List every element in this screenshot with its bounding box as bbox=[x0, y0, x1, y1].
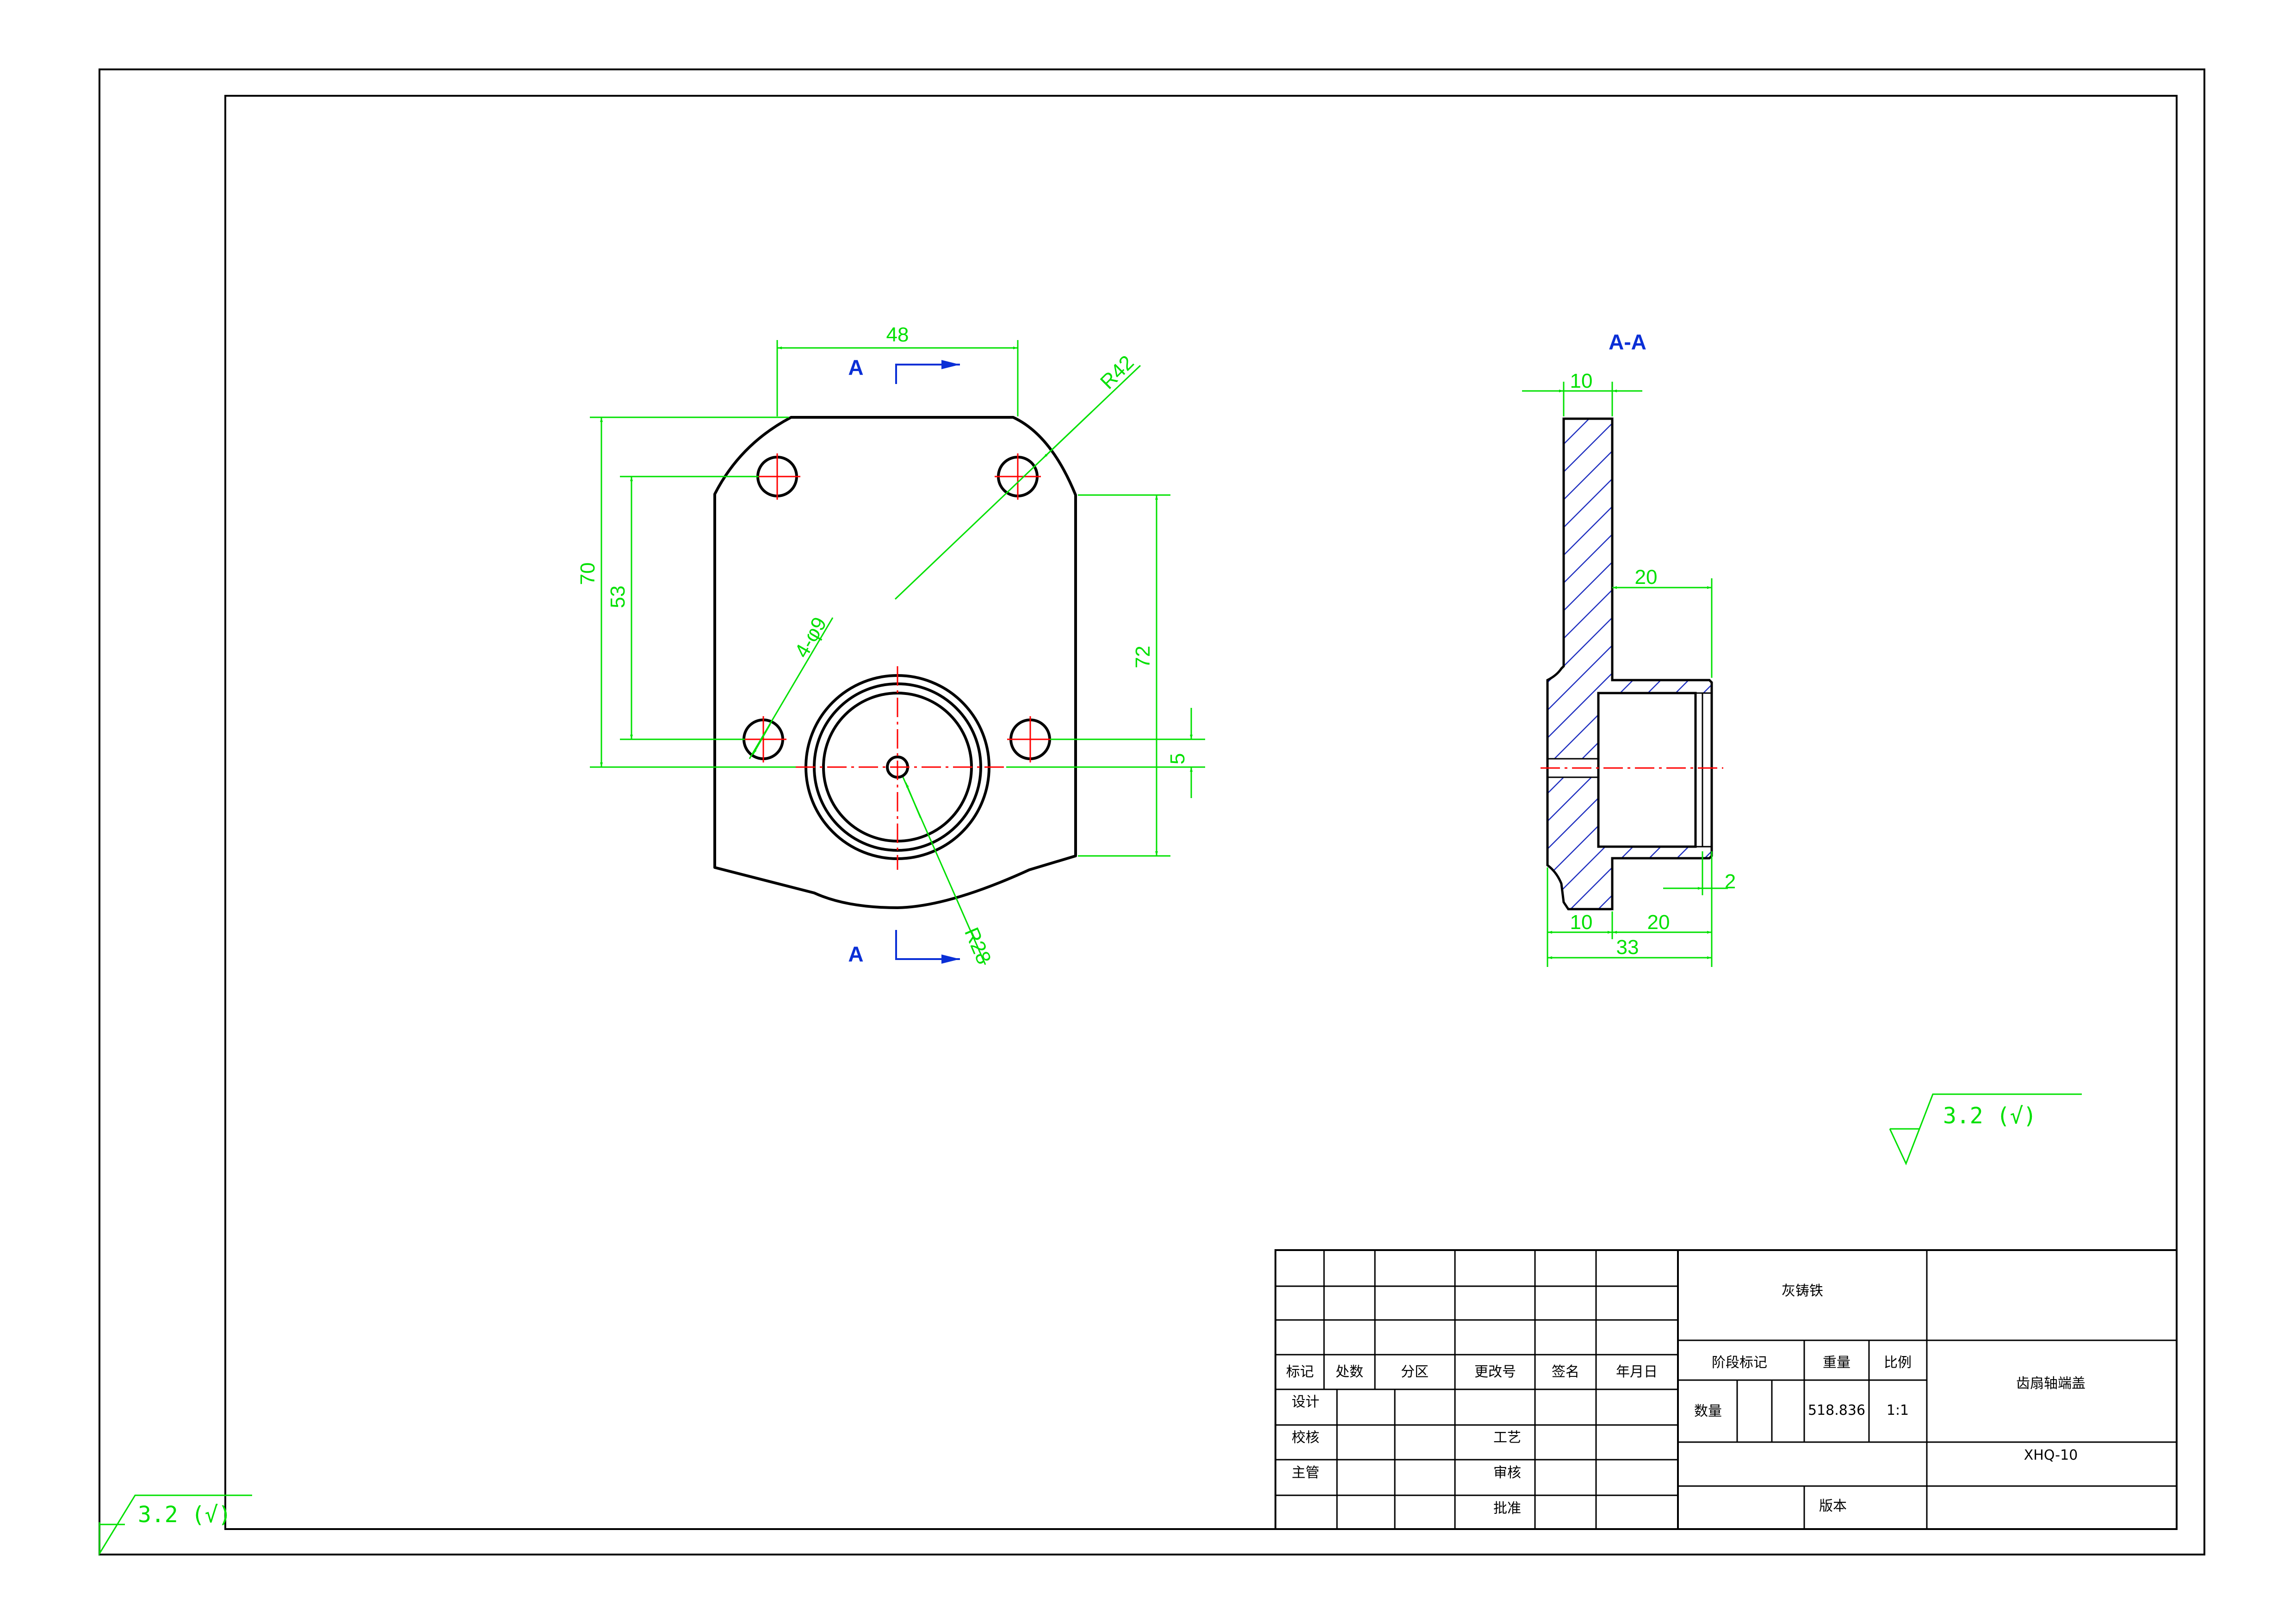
outer-frame bbox=[99, 68, 2205, 1555]
dim-offset: 5 bbox=[1166, 753, 1189, 764]
label-check: 校核 bbox=[1292, 1430, 1319, 1446]
scale-value: 1:1 bbox=[1887, 1402, 1909, 1419]
bore bbox=[1597, 692, 1697, 848]
front-view: 48 70 53 72 5 R42 4-φ9 R28 bbox=[576, 323, 1205, 967]
dim-holes: 4-φ9 bbox=[790, 613, 831, 662]
label-version: 版本 bbox=[1819, 1498, 1847, 1514]
label-scale: 比例 bbox=[1884, 1355, 1912, 1371]
dim-width: 48 bbox=[886, 323, 909, 346]
dim-boss-length: 20 bbox=[1635, 566, 1658, 588]
dim-chamfer: 2 bbox=[1725, 870, 1736, 893]
dim-bottom-flange: 10 bbox=[1570, 911, 1593, 934]
weight-value: 518.836 bbox=[1808, 1402, 1865, 1419]
dim-height: 70 bbox=[576, 563, 599, 585]
dim-flange: 10 bbox=[1570, 370, 1593, 392]
dim-total: 33 bbox=[1616, 936, 1639, 959]
section-arrow-top bbox=[895, 360, 960, 384]
hdr-sign: 签名 bbox=[1552, 1364, 1579, 1380]
label-approve: 批准 bbox=[1493, 1500, 1521, 1517]
section-title: A-A bbox=[1609, 330, 1646, 354]
hdr-change: 更改号 bbox=[1474, 1364, 1516, 1380]
dim-radius-bottom: R28 bbox=[960, 924, 996, 967]
hdr-date: 年月日 bbox=[1616, 1364, 1658, 1380]
hdr-zone: 分区 bbox=[1401, 1364, 1429, 1380]
dim-bottom-boss: 20 bbox=[1647, 911, 1670, 934]
hatch-upper bbox=[1547, 419, 1712, 759]
surface-finish-corner: 3.2 (√) bbox=[99, 1494, 252, 1556]
dim-right-height: 72 bbox=[1132, 646, 1154, 669]
finish-corner-label: 3.2 (√) bbox=[138, 1502, 231, 1528]
hdr-mark: 标记 bbox=[1286, 1364, 1314, 1380]
part-name: 齿扇轴端盖 bbox=[2016, 1375, 2086, 1392]
section-view: A-A 10 20 10 20 bbox=[1522, 330, 1736, 967]
title-block: 标记 处数 分区 更改号 签名 年月日 设计 校核 主管 工艺 审核 批准 灰铸… bbox=[1275, 1249, 2178, 1530]
section-label-top: A bbox=[848, 355, 863, 379]
material: 灰铸铁 bbox=[1782, 1283, 1823, 1299]
section-arrow-bottom bbox=[895, 930, 960, 964]
hatch-lower bbox=[1547, 777, 1712, 909]
drawing-number: XHQ-10 bbox=[2024, 1447, 2078, 1463]
section-outline bbox=[1546, 417, 1713, 911]
label-supervisor: 主管 bbox=[1292, 1465, 1319, 1481]
surface-finish-main: 3.2 (√) bbox=[1889, 1093, 2082, 1165]
finish-main-label: 3.2 (√) bbox=[1943, 1103, 2036, 1129]
inner-frame bbox=[224, 95, 2178, 1530]
label-stage: 阶段标记 bbox=[1712, 1355, 1767, 1371]
label-process: 工艺 bbox=[1493, 1430, 1521, 1446]
label-review: 审核 bbox=[1493, 1465, 1521, 1481]
dim-hole-spacing: 53 bbox=[606, 586, 629, 608]
front-outline bbox=[713, 416, 1077, 909]
hdr-count: 处数 bbox=[1336, 1364, 1363, 1380]
dim-radius-outer: R42 bbox=[1096, 351, 1139, 394]
label-design: 设计 bbox=[1292, 1394, 1319, 1410]
label-weight: 重量 bbox=[1823, 1355, 1850, 1371]
section-label-bottom: A bbox=[848, 942, 863, 966]
label-quantity: 数量 bbox=[1694, 1403, 1722, 1419]
